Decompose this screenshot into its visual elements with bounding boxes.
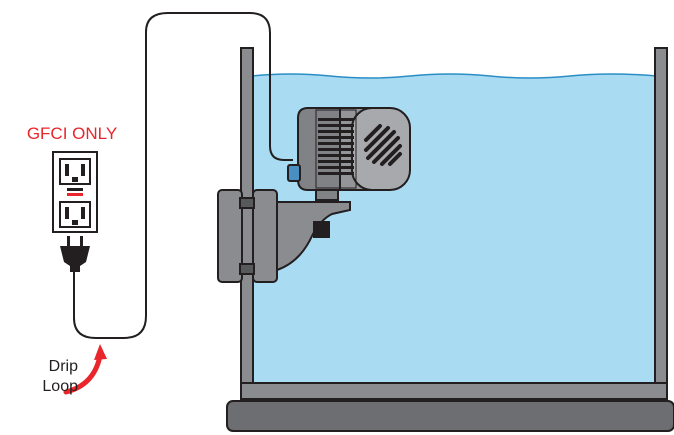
drip-arrow-icon [63, 344, 107, 395]
drip-label-line2: Loop [42, 378, 78, 395]
aquarium-tank [226, 47, 674, 432]
plug-icon [60, 236, 90, 272]
pump-flow-knob [287, 164, 301, 182]
pump-body [287, 107, 411, 191]
power-cord [73, 12, 293, 339]
drip-label-line1: Drip [48, 358, 78, 375]
gfci-warning-label: GFCI ONLY [26, 124, 118, 143]
pump-mount [217, 189, 351, 283]
outlet-icon [52, 151, 98, 233]
tank-base [226, 400, 674, 432]
drip-loop-label: Drip Loop [18, 357, 78, 397]
intake-grille [364, 124, 402, 166]
